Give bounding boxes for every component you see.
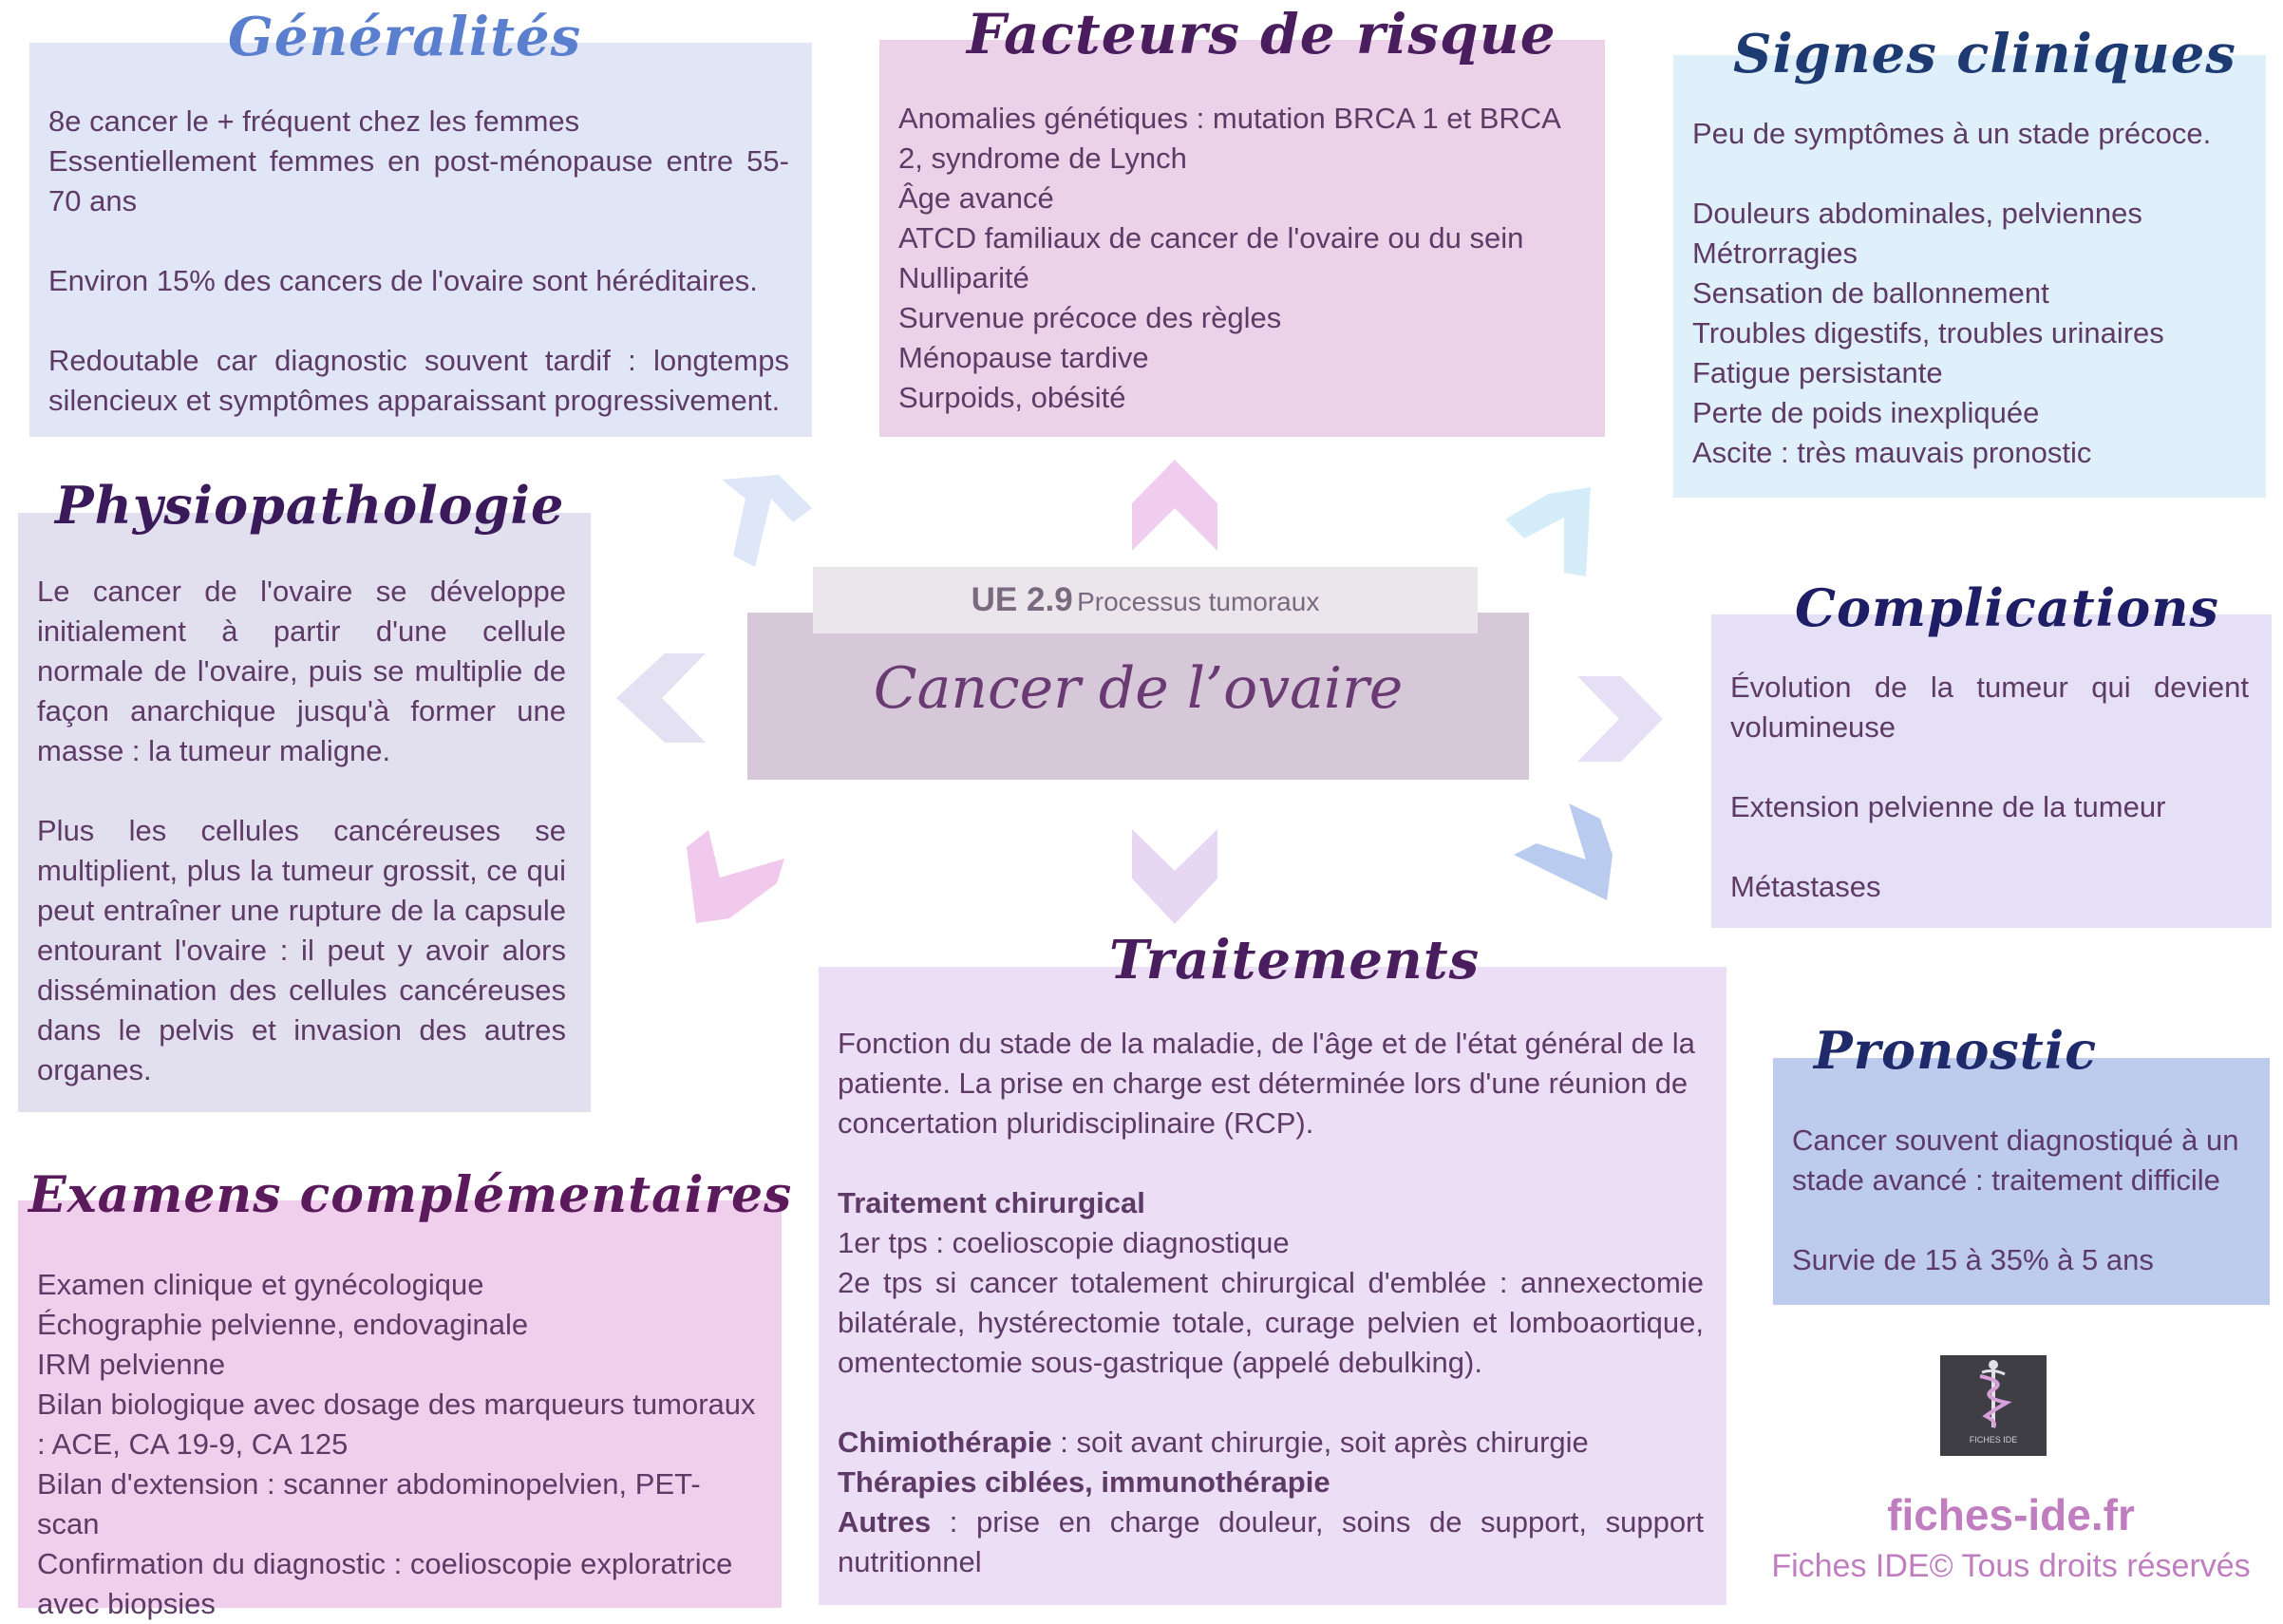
chimio-text: : soit avant chirurgie, soit après chiru…	[1051, 1426, 1589, 1459]
signes-line: Sensation de ballonnement	[1692, 276, 2049, 310]
facteurs-line: Survenue précoce des règles	[898, 301, 1282, 334]
arrow-up-icon	[1132, 460, 1217, 551]
physio-box: Le cancer de l'ovaire se développe initi…	[18, 513, 591, 1112]
center-panel	[747, 613, 1529, 780]
pronostic-line: Survie de 15 à 35% à 5 ans	[1792, 1243, 2154, 1276]
therapies-line: Thérapies ciblées, immunothérapie	[838, 1465, 1330, 1499]
complications-line: Évolution de la tumeur qui devient volum…	[1730, 670, 2249, 744]
complications-box: Évolution de la tumeur qui devient volum…	[1711, 614, 2272, 928]
signes-line: Peu de symptômes à un stade précoce.	[1692, 117, 2212, 150]
arrow-right-icon	[1577, 676, 1663, 762]
examens-line: Examen clinique et gynécologique	[37, 1268, 484, 1301]
examens-line: Échographie pelvienne, endovaginale	[37, 1308, 529, 1341]
traitements-intro: Fonction du stade de la maladie, de l'âg…	[838, 1027, 1695, 1140]
arrow-down-left-icon	[687, 830, 784, 923]
signes-line: Ascite : très mauvais pronostic	[1692, 436, 2092, 469]
chirurgie-step: 1er tps : coelioscopie diagnostique	[838, 1226, 1290, 1259]
examens-title: Examens complémentaires	[28, 1166, 793, 1224]
signes-title: Signes cliniques	[1733, 23, 2236, 85]
complications-title: Complications	[1795, 577, 2219, 638]
complications-line: Métastases	[1730, 870, 1881, 903]
ue-code: UE 2.9	[971, 581, 1073, 618]
ue-banner: UE 2.9 Processus tumoraux	[813, 567, 1478, 633]
physio-title: Physiopathologie	[55, 475, 565, 536]
generalites-box: 8e cancer le + fréquent chez les femmes …	[29, 43, 812, 437]
chimio-line: Chimiothérapie : soit avant chirurgie, s…	[838, 1423, 1704, 1463]
page-title: Cancer de l’ovaire	[873, 655, 1404, 722]
physio-paragraph: Plus les cellules cancéreuses se multipl…	[37, 814, 566, 1086]
generalites-line: Environ 15% des cancers de l'ovaire sont…	[48, 264, 758, 297]
arrow-down-right-icon	[1514, 803, 1613, 900]
signes-line: Perte de poids inexpliquée	[1692, 396, 2040, 429]
traitements-box: Fonction du stade de la maladie, de l'âg…	[819, 967, 1726, 1605]
signes-line: Métrorragies	[1692, 236, 1858, 270]
physio-paragraph: Le cancer de l'ovaire se développe initi…	[37, 575, 566, 767]
facteurs-line: Anomalies génétiques : mutation BRCA 1 e…	[898, 102, 1560, 175]
arrow-up-left-icon	[722, 475, 812, 567]
pronostic-box: Cancer souvent diagnostiqué à un stade a…	[1773, 1058, 2270, 1305]
examens-line: Bilan d'extension : scanner abdominopelv…	[37, 1467, 701, 1540]
generalites-line: Essentiellement femmes en post-ménopause…	[48, 144, 789, 217]
caduceus-icon	[1979, 1360, 2012, 1429]
examens-box: Examen clinique et gynécologique Échogra…	[18, 1200, 782, 1620]
facteurs-line: Ménopause tardive	[898, 341, 1149, 374]
generalites-title: Généralités	[228, 6, 582, 68]
ue-label: Processus tumoraux	[1077, 587, 1320, 616]
autres-line: Autres : prise en charge douleur, soins …	[838, 1502, 1704, 1582]
facteurs-box: Anomalies génétiques : mutation BRCA 1 e…	[879, 40, 1605, 437]
signes-line: Fatigue persistante	[1692, 356, 1943, 389]
chirurgie-heading: Traitement chirurgical	[838, 1186, 1145, 1219]
site-link[interactable]: fiches-ide.fr	[1887, 1490, 2135, 1539]
arrow-up-right-icon	[1505, 487, 1591, 576]
facteurs-line: Nulliparité	[898, 261, 1029, 294]
arrow-down-icon	[1132, 829, 1217, 924]
signes-line: Douleurs abdominales, pelviennes	[1692, 197, 2142, 230]
logo-caption: FICHES IDE	[1969, 1435, 2018, 1445]
examens-line: Confirmation du diagnostic : coelioscopi…	[37, 1547, 733, 1620]
chimio-label: Chimiothérapie	[838, 1426, 1052, 1459]
examens-line: IRM pelvienne	[37, 1348, 226, 1381]
fiches-ide-logo: FICHES IDE	[1940, 1355, 2047, 1456]
facteurs-line: Âge avancé	[898, 181, 1054, 215]
traitements-title: Traitements	[1109, 929, 1481, 991]
facteurs-line: ATCD familiaux de cancer de l'ovaire ou …	[898, 221, 1524, 255]
autres-text: : prise en charge douleur, soins de supp…	[838, 1505, 1704, 1578]
autres-label: Autres	[838, 1505, 932, 1539]
facteurs-line: Surpoids, obésité	[898, 381, 1126, 414]
pronostic-line: Cancer souvent diagnostiqué à un stade a…	[1792, 1124, 2239, 1197]
arrow-left-icon	[616, 653, 706, 743]
generalites-line: Redoutable car diagnostic souvent tardif…	[48, 344, 789, 417]
copyright-text: Fiches IDE© Tous droits réservés	[1771, 1548, 2251, 1584]
signes-box: Peu de symptômes à un stade précoce. Dou…	[1673, 55, 2266, 498]
signes-line: Troubles digestifs, troubles urinaires	[1692, 316, 2164, 349]
pronostic-title: Pronostic	[1814, 1020, 2098, 1081]
complications-line: Extension pelvienne de la tumeur	[1730, 790, 2166, 823]
generalites-line: 8e cancer le + fréquent chez les femmes	[48, 104, 580, 138]
examens-line: Bilan biologique avec dosage des marqueu…	[37, 1388, 756, 1461]
chirurgie-step: 2e tps si cancer totalement chirurgical …	[838, 1266, 1704, 1379]
facteurs-title: Facteurs de risque	[967, 2, 1557, 66]
